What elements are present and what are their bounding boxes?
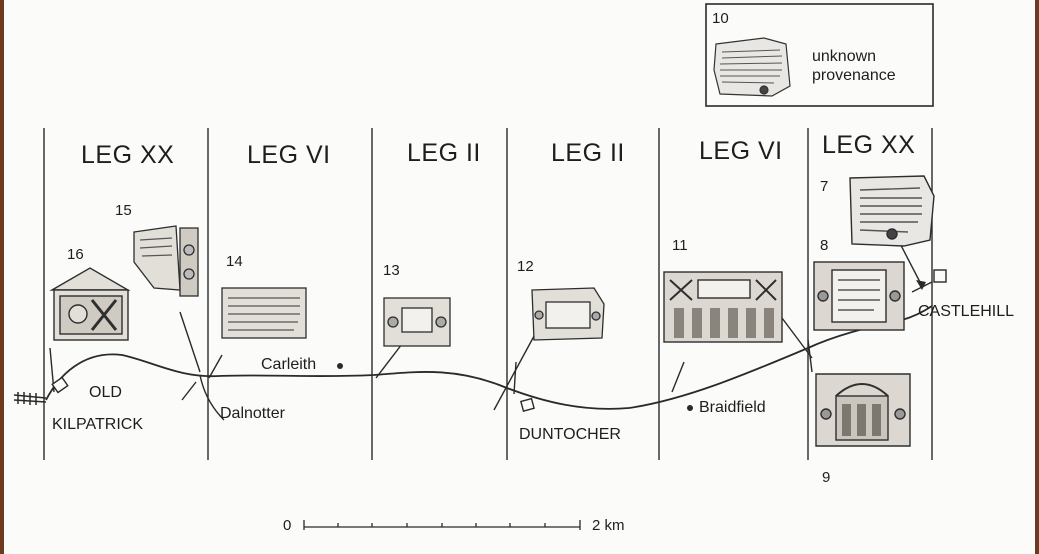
unknown-provenance-label: unknown provenance <box>812 48 896 84</box>
legion-label: LEG XX <box>81 141 175 169</box>
arrowhead <box>916 280 926 290</box>
legion-label: LEG VI <box>699 137 783 165</box>
stone-10-drawing <box>713 37 791 97</box>
braidfield-dot <box>687 405 693 411</box>
scale-start-label: 0 <box>283 517 292 534</box>
stone-number-16: 16 <box>67 246 84 263</box>
pointer-line <box>208 354 223 379</box>
pointer-line <box>671 361 685 393</box>
unknown-provenance-box <box>705 3 934 107</box>
map-drawing <box>13 3 947 530</box>
stone-number-10: 10 <box>712 10 729 27</box>
place-carleith: Carleith <box>261 356 317 373</box>
fort-symbol-duntocher <box>520 397 535 412</box>
legion-label: LEG II <box>407 139 481 167</box>
pointer-line <box>781 317 813 359</box>
scale-bar <box>303 520 581 530</box>
stone-number-11: 11 <box>672 237 688 254</box>
stone-number-14: 14 <box>226 253 243 270</box>
stone-number-12: 12 <box>517 258 534 275</box>
legion-label: LEG II <box>551 139 625 167</box>
place-old: OLD <box>89 384 122 401</box>
legion-label: LEG XX <box>822 131 916 159</box>
stone-number-9: 9 <box>822 469 831 486</box>
fort-symbol-castlehill <box>933 269 947 283</box>
stone-13-drawing <box>383 297 451 347</box>
stone-number-8: 8 <box>820 237 829 254</box>
stone-11-drawing <box>663 271 783 343</box>
antonine-wall-line <box>45 305 933 410</box>
pointer-line <box>375 343 403 379</box>
place-kilpatrick: KILPATRICK <box>52 416 143 433</box>
stone-number-15: 15 <box>115 202 132 219</box>
stone-7-drawing <box>849 175 935 247</box>
scale-end-label: 2 km <box>592 517 625 534</box>
stone-8-drawing <box>813 261 905 331</box>
stone-16-drawing <box>49 267 131 341</box>
pointer-line <box>513 361 517 395</box>
pointer-line <box>493 324 541 411</box>
stone-14-drawing <box>221 287 307 339</box>
stone-number-13: 13 <box>383 262 400 279</box>
place-braidfield: Braidfield <box>699 399 766 416</box>
legion-label: LEG VI <box>247 141 331 169</box>
place-castlehill: CASTLEHILL <box>918 303 1015 320</box>
carleith-dot <box>337 363 343 369</box>
place-dalnotter: Dalnotter <box>220 405 285 422</box>
pointer-line <box>807 339 813 373</box>
map: 10 unknown provenance LEG XX LEG VI LEG … <box>4 0 1035 554</box>
pointer-line <box>179 311 201 373</box>
stone-12-drawing <box>531 287 605 341</box>
stone-15-drawing <box>133 225 199 297</box>
stone-number-7: 7 <box>820 178 829 195</box>
road-line <box>181 381 197 401</box>
stone-9-drawing <box>815 373 911 447</box>
fort-symbol-old-kilpatrick <box>51 376 69 394</box>
road-line <box>199 374 225 421</box>
place-duntocher: DUNTOCHER <box>519 426 621 443</box>
